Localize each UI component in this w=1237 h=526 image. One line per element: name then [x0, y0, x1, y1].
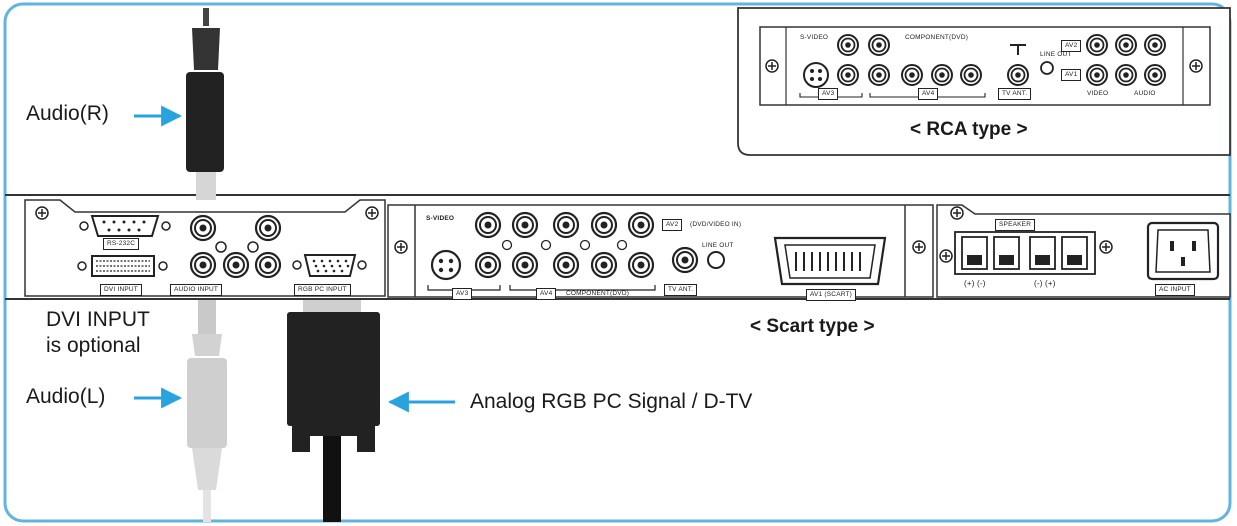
av4-label: AV4 — [536, 288, 557, 300]
s-video-label: S-VIDEO — [426, 215, 455, 222]
analog-rgb-label: Analog RGB PC Signal / D-TV — [470, 390, 753, 413]
component-dvd-label: COMPONENT(DVD) — [566, 290, 630, 297]
rca-av3-label: AV3 — [818, 88, 839, 100]
scart-type-title: < Scart type > — [750, 316, 875, 337]
av1-scart-label: AV1 (SCART) — [806, 289, 857, 301]
speaker-polarity-left: (+) (-) — [964, 279, 986, 288]
vga-cable — [287, 300, 380, 522]
rca-tv-ant-label: TV ANT. — [998, 88, 1032, 100]
dvi-optional-line1: DVI INPUT — [46, 308, 150, 331]
dvi-input-label: DVI INPUT — [100, 284, 142, 296]
dvd-video-in-label: (DVD/VIDEO IN) — [690, 221, 742, 228]
rgb-pc-input-label: RGB PC INPUT — [294, 284, 351, 296]
rs232c-label: RS-232C — [103, 238, 140, 250]
rca-audio-label: AUDIO — [1134, 90, 1156, 97]
tv-ant-label: TV ANT. — [664, 284, 698, 296]
rca-av4-label: AV4 — [918, 88, 939, 100]
rca-av1-label: AV1 — [1061, 69, 1082, 81]
audio-l-label: Audio(L) — [26, 385, 106, 408]
rca-s-video-label: S-VIDEO — [800, 34, 829, 41]
av3-label: AV3 — [452, 288, 473, 300]
rca-av2-label: AV2 — [1061, 40, 1082, 52]
audio-l-cable — [187, 300, 227, 522]
left-board — [24, 199, 386, 297]
rca-video-label: VIDEO — [1087, 90, 1109, 97]
audio-r-cable — [186, 8, 224, 200]
audio-input-label: AUDIO INPUT — [170, 284, 223, 296]
av2-label: AV2 — [662, 219, 683, 231]
ac-input-label: AC INPUT — [1155, 284, 1195, 296]
rca-type-title: < RCA type > — [910, 119, 1028, 140]
rca-component-label: COMPONENT(DVD) — [905, 34, 969, 41]
audio-r-label: Audio(R) — [26, 102, 109, 125]
dvi-optional-line2: is optional — [46, 334, 141, 357]
speaker-polarity-right: (-) (+) — [1034, 279, 1056, 288]
rca-line-out-label: LINE OUT — [1040, 51, 1072, 58]
speaker-label: SPEAKER — [995, 219, 1036, 231]
line-out-label: LINE OUT — [702, 242, 734, 249]
